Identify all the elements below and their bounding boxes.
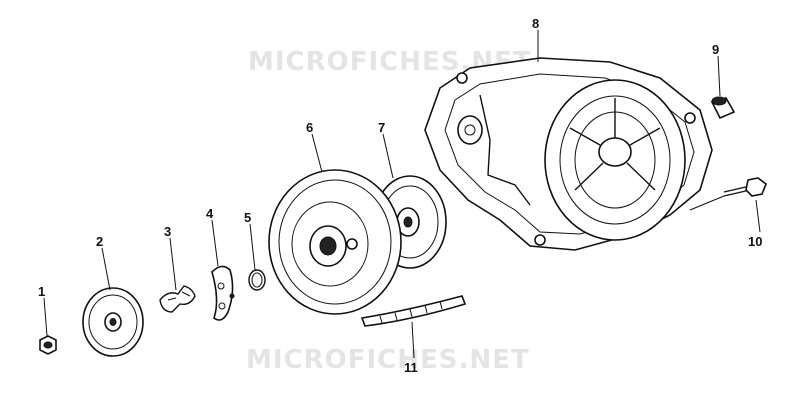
callout-7: 7: [378, 120, 385, 135]
leader-lines: [43, 30, 761, 359]
callout-2: 2: [96, 234, 103, 249]
part-10-bolt: [723, 177, 767, 197]
part-3-clip: [159, 285, 196, 313]
callout-3: 3: [164, 224, 171, 239]
callout-5: 5: [244, 210, 251, 225]
callout-11: 11: [404, 360, 418, 375]
part-8-housing: [424, 57, 713, 251]
part-9-bushing: [710, 96, 736, 120]
part-4-ratchet: [211, 265, 235, 321]
callout-4: 4: [206, 206, 214, 221]
callout-8: 8: [532, 16, 539, 31]
part-1-nut: [39, 335, 57, 355]
callout-6: 6: [306, 120, 313, 135]
part-6-pulley: [268, 169, 402, 315]
part-5-spring: [248, 269, 266, 291]
watermark-bottom: MICROFICHES.NET: [246, 345, 530, 375]
part-2-cover-plate: [82, 287, 144, 357]
callout-1: 1: [38, 284, 45, 299]
part-11-rope: [360, 295, 467, 327]
callout-9: 9: [712, 42, 719, 57]
callout-10: 10: [748, 234, 762, 249]
callouts: 1 2 3 4 5 6 7 8 9 10 11: [38, 16, 762, 375]
